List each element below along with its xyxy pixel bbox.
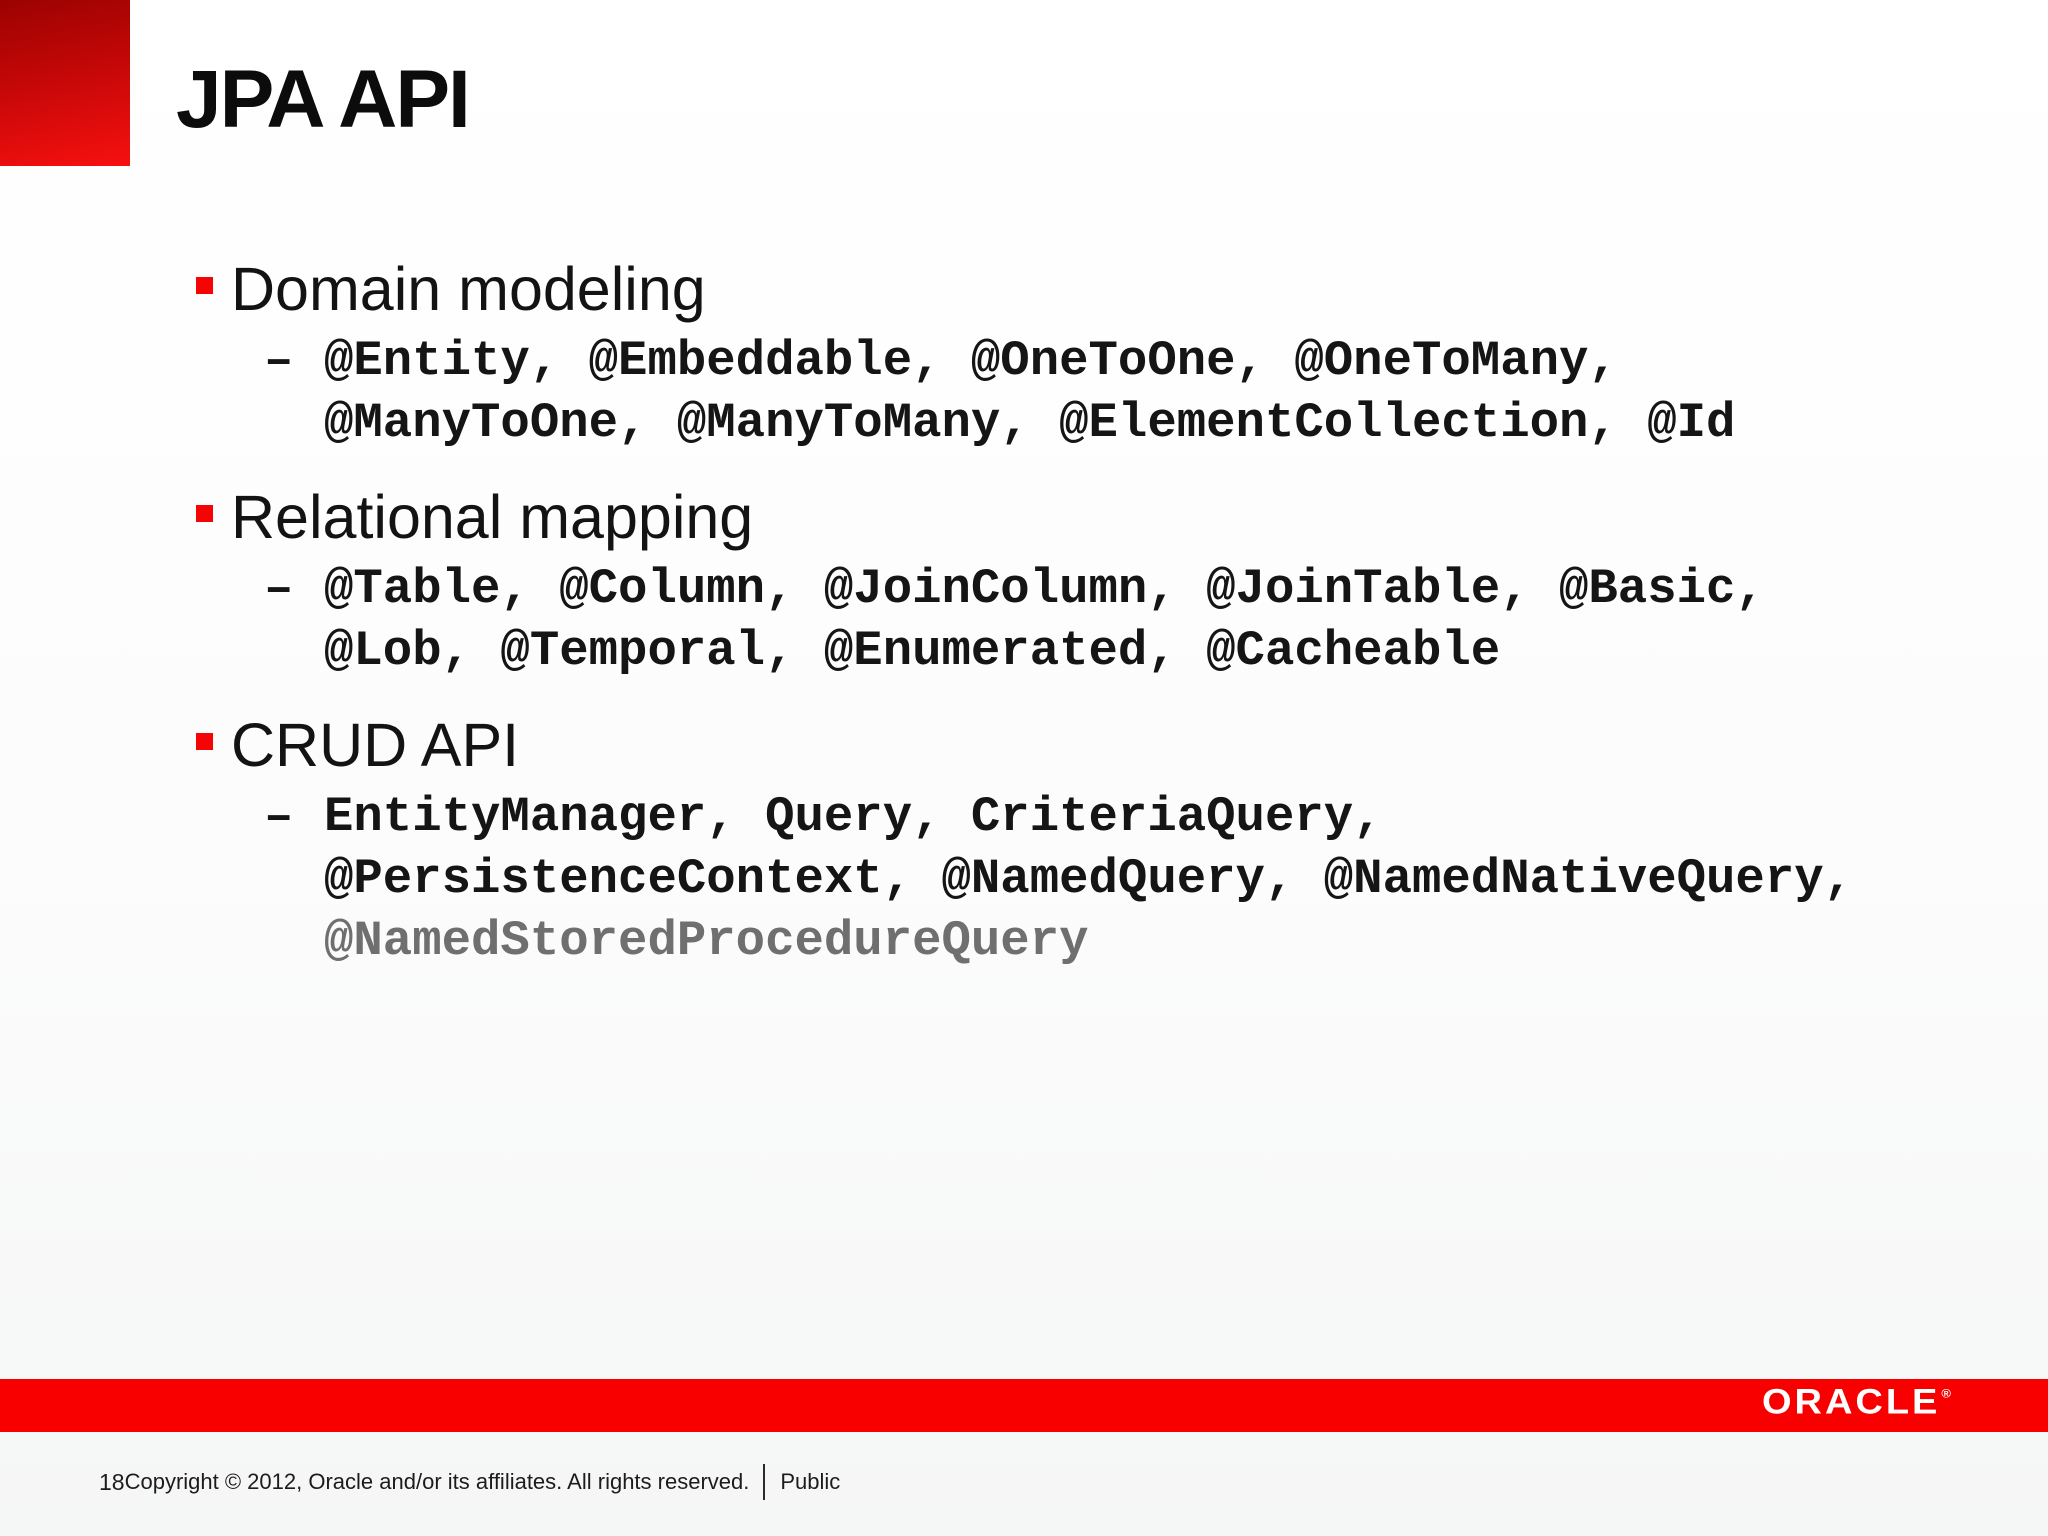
dash-bullet: – [264,789,294,845]
copyright-text: Copyright © 2012, Oracle and/or its affi… [124,1469,750,1494]
red-square-bullet-icon [196,733,213,750]
red-square-bullet-icon [196,277,213,294]
classification-label: Public [780,1469,841,1494]
code-line: @Entity, @Embeddable, @OneToOne, @OneToM… [324,333,1618,389]
bullet-item-relational-mapping: Relational mapping [196,480,1996,554]
dash-bullet: – [264,333,294,389]
sub-bullet-domain-modeling: – @Entity, @Embeddable, @OneToOne, @OneT… [196,330,1996,454]
sub-bullet-relational-mapping: – @Table, @Column, @JoinColumn, @JoinTab… [196,558,1996,682]
code-line: EntityManager, Query, CriteriaQuery, [324,789,1383,845]
page-title: JPA API [176,54,471,145]
bullet-label: Relational mapping [231,483,754,551]
bullet-item-domain-modeling: Domain modeling [196,252,1996,326]
corner-accent-square [0,0,130,166]
code-line: @Lob, @Temporal, @Enumerated, @Cacheable [324,623,1501,679]
footer-divider [763,1464,766,1500]
code-line: @PersistenceContext, @NamedQuery, @Named… [324,851,1854,907]
bullet-item-crud-api: CRUD API [196,708,1996,782]
bullet-label: Domain modeling [231,255,706,323]
bullet-label: CRUD API [231,711,520,779]
footer-bar: ORACLE® [0,1379,2048,1432]
red-square-bullet-icon [196,505,213,522]
code-line: @ManyToOne, @ManyToMany, @ElementCollect… [324,395,1736,451]
sub-bullet-crud-api: – EntityManager, Query, CriteriaQuery, @… [196,786,1996,972]
code-line: @Table, @Column, @JoinColumn, @JoinTable… [324,561,1765,617]
oracle-logo-text: ORACLE [1761,1382,1941,1422]
code-line-muted: @NamedStoredProcedureQuery [324,913,1089,969]
oracle-logo: ORACLE® [1761,1378,1951,1433]
slide-content: Domain modeling – @Entity, @Embeddable, … [196,252,1996,998]
dash-bullet: – [264,561,294,617]
registered-trademark-icon: ® [1941,1386,1951,1400]
page-number: 18 [99,1469,125,1495]
